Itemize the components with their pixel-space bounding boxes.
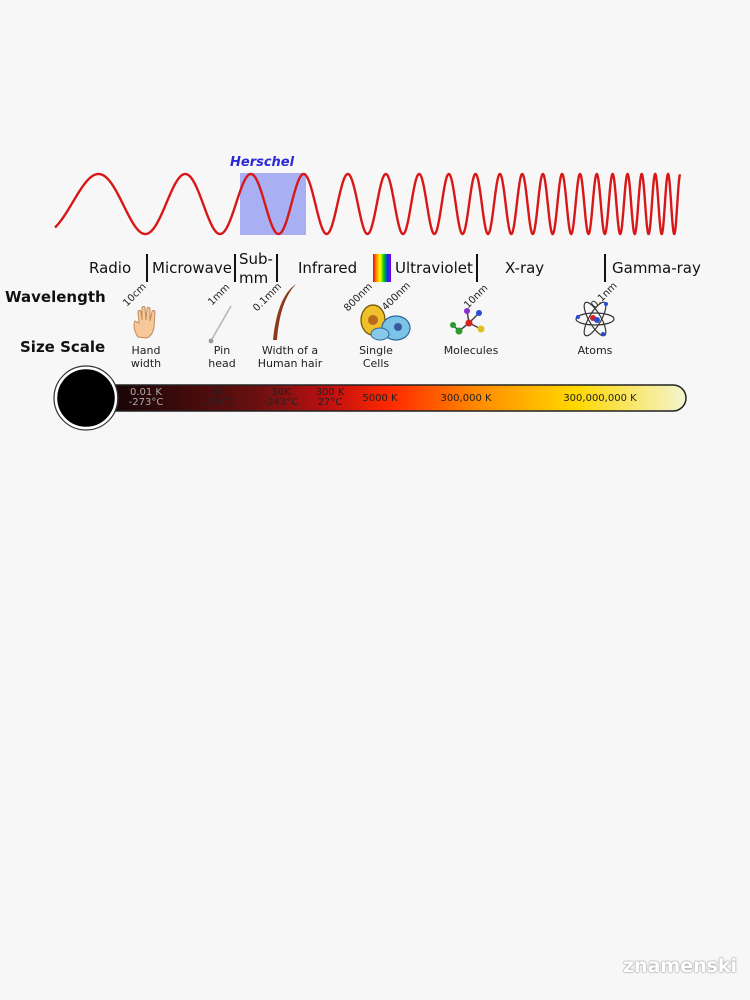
hair-icon [273, 284, 296, 340]
band-submm-line2: mm [239, 269, 269, 287]
object-pin-line2: head [208, 357, 236, 370]
object-cells-line2: Cells [362, 357, 390, 370]
temp-3k-celsius: -270°C [200, 397, 236, 408]
object-hand-line1: Hand [131, 344, 161, 357]
molecule-icon [450, 308, 485, 335]
watermark: znamenski [623, 955, 738, 977]
band-radio: Radio [89, 259, 132, 277]
object-cells-line1: Single [359, 344, 393, 357]
band-ultraviolet: Ultraviolet [395, 259, 473, 277]
temp-300000k: 300,000 K [440, 393, 492, 404]
object-hair-line1: Width of a [261, 344, 319, 357]
thermometer [53, 365, 687, 431]
temp-30k-kelvin: 30K [271, 387, 291, 398]
rainbow-icon [373, 254, 391, 282]
temp-30k-celsius: -243°C [263, 397, 299, 408]
herschel-label: Herschel [230, 155, 295, 170]
band-divider [234, 254, 236, 282]
cells-icon [360, 304, 411, 341]
hand-icon [133, 306, 156, 339]
wave-area [54, 172, 682, 236]
temp-3k-kelvin: 3K [211, 387, 225, 398]
temp-0-01k-kelvin: 0.01 K [129, 387, 162, 398]
temp-0-01k-celsius: -273°C [128, 397, 164, 408]
band-divider [476, 254, 478, 282]
band-microwave: Microwave [152, 259, 232, 277]
temp-300k: 300 K 27°C [300, 388, 360, 408]
temp-0-01k: 0.01 K -273°C [116, 388, 176, 408]
object-molecules: Molecules [436, 344, 506, 357]
object-pin: Pin head [192, 344, 252, 370]
band-divider [604, 254, 606, 282]
temp-300k-celsius: 27°C [317, 397, 343, 408]
object-hand: Hand width [116, 344, 176, 370]
object-hair-line2: Human hair [257, 357, 323, 370]
object-molecules-line1: Molecules [443, 344, 499, 357]
object-hair: Width of a Human hair [250, 344, 330, 370]
wavelength-row-label: Wavelength [5, 288, 106, 306]
electromagnetic-wave [54, 172, 682, 236]
band-gamma-ray: Gamma-ray [612, 259, 701, 277]
object-pin-line1: Pin [213, 344, 231, 357]
temp-3k: 3K -270°C [188, 388, 248, 408]
temp-300k-kelvin: 300 K [315, 387, 345, 398]
object-cells: Single Cells [346, 344, 406, 370]
band-xray: X-ray [505, 259, 545, 277]
band-divider [276, 254, 278, 282]
band-submm-line1: Sub- [239, 250, 273, 268]
atom-icon [575, 301, 615, 337]
band-infrared: Infrared [298, 259, 358, 277]
pin-icon [208, 305, 232, 344]
object-atoms-line1: Atoms [577, 344, 613, 357]
object-hand-line2: width [130, 357, 162, 370]
herschel-band-box [240, 173, 306, 235]
band-divider [146, 254, 148, 282]
temp-300000000k: 300,000,000 K [563, 393, 637, 404]
temp-5000k: 5000 K [362, 393, 398, 404]
size-scale-row-label: Size Scale [20, 338, 106, 356]
thermometer-bulb [54, 366, 118, 430]
temp-30k: 30K -243°C [251, 388, 311, 408]
object-atoms: Atoms [565, 344, 625, 357]
